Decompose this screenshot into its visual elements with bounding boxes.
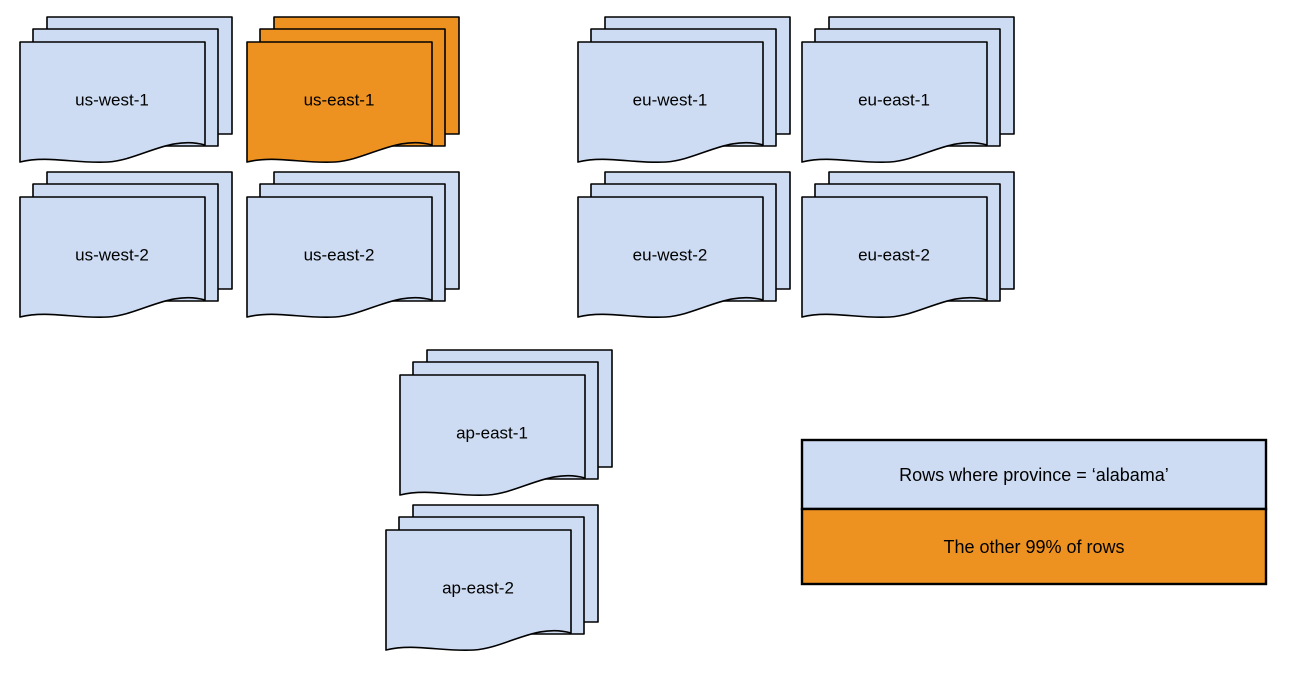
doc-stack-us-east-1[interactable]: us-east-1 (246, 16, 460, 164)
stack-page-front (246, 196, 433, 319)
doc-stack-us-west-1[interactable]: us-west-1 (19, 16, 233, 164)
stack-page-front (246, 41, 433, 164)
doc-stack-us-east-2[interactable]: us-east-2 (246, 171, 460, 319)
legend-swatch-orange (800, 507, 1268, 586)
stack-page-front (399, 374, 586, 497)
doc-stack-eu-east-1[interactable]: eu-east-1 (801, 16, 1015, 164)
stack-page-front (19, 41, 206, 164)
stack-page-front (577, 196, 764, 319)
legend-swatch-blue (800, 438, 1268, 511)
doc-stack-eu-west-1[interactable]: eu-west-1 (577, 16, 791, 164)
stack-page-front (801, 41, 988, 164)
doc-stack-ap-east-2[interactable]: ap-east-2 (385, 504, 599, 652)
doc-stack-ap-east-1[interactable]: ap-east-1 (399, 349, 613, 497)
doc-stack-us-west-2[interactable]: us-west-2 (19, 171, 233, 319)
stack-page-front (577, 41, 764, 164)
stack-page-front (19, 196, 206, 319)
legend: Rows where province = ‘alabama’ The othe… (800, 438, 1268, 586)
stack-page-front (385, 529, 572, 652)
doc-stack-eu-west-2[interactable]: eu-west-2 (577, 171, 791, 319)
stack-page-front (801, 196, 988, 319)
doc-stack-eu-east-2[interactable]: eu-east-2 (801, 171, 1015, 319)
